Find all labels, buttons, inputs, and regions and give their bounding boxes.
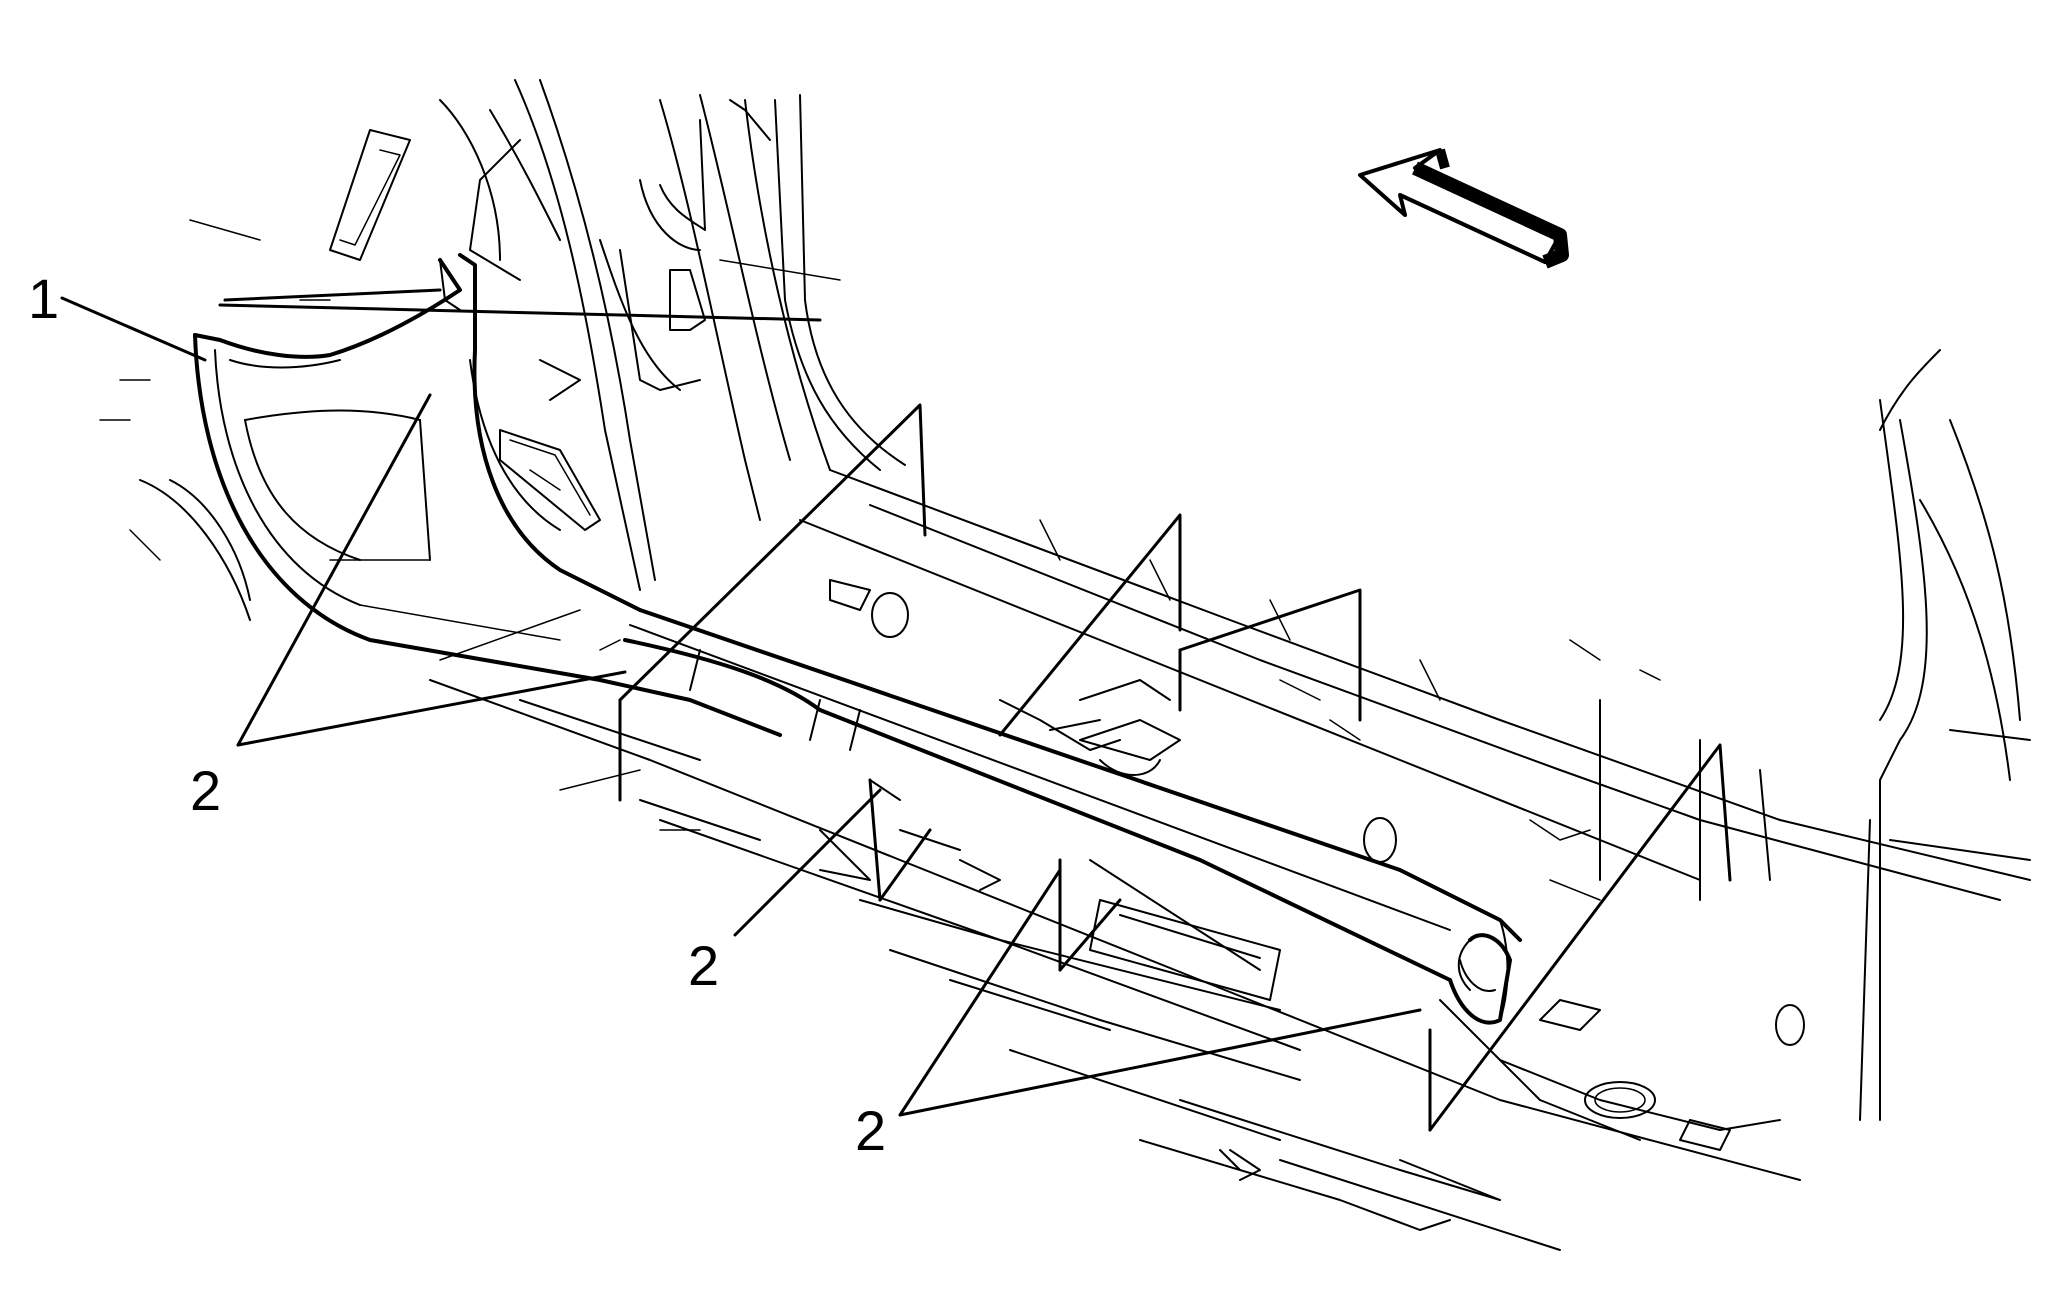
leader-lines — [60, 288, 1732, 1132]
rocker-panel-structure — [799, 349, 2031, 1121]
callout-1-trim-panel: 1 — [28, 267, 59, 330]
door-frame-structure — [329, 79, 906, 591]
callout-2-fasteners-front: 2 — [190, 759, 221, 822]
callout-2-fasteners-middle: 2 — [688, 934, 719, 997]
sill-plate-rail — [599, 608, 1522, 1025]
callout-2-fasteners-rear: 2 — [855, 1099, 886, 1162]
sill-trim-front-piece — [193, 253, 782, 737]
front-direction-arrow — [1358, 148, 1569, 269]
floor-pan-structure — [99, 219, 1805, 1251]
